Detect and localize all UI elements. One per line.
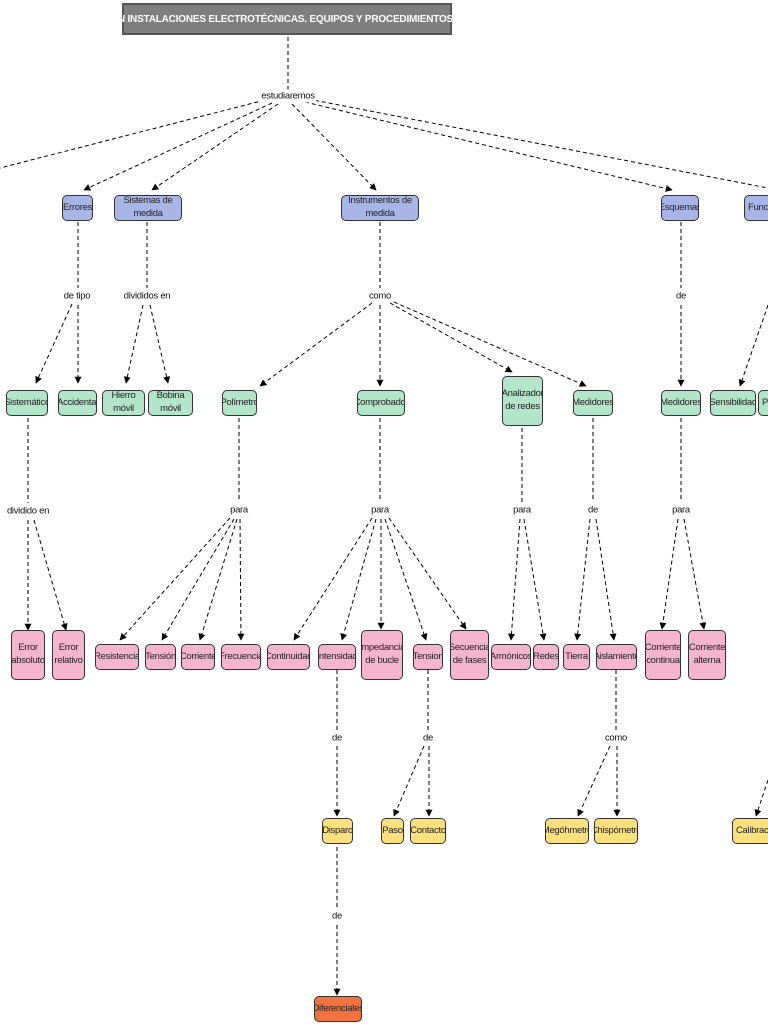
concept-disparo[interactable]: Disparo [322, 818, 353, 844]
link-label-de-medidores: de [586, 503, 600, 517]
concept-bobina-movil[interactable]: Bobina móvil [148, 390, 193, 416]
concept-redes[interactable]: Redes [533, 644, 559, 670]
concept-secuencia-de-fases[interactable]: Secuencia de fases [450, 630, 489, 680]
concept-accidental[interactable]: Accidental [58, 390, 97, 416]
concept-diferenciales[interactable]: Diferenciales [314, 996, 362, 1022]
link-label-como: como [366, 289, 394, 303]
concept-armonicos[interactable]: Armónicos [491, 644, 531, 670]
concept-continuidad[interactable]: Continuidad [267, 644, 310, 670]
concept-tension-comprobador[interactable]: Tension [413, 644, 443, 670]
concept-megohmetro[interactable]: Megóhmetro [545, 818, 589, 844]
link-label-para-analizador: para [511, 503, 533, 517]
link-label-para-polimetro: para [228, 503, 250, 517]
concept-medidores-instrumentos[interactable]: Medidores [573, 390, 613, 416]
concept-intensidad[interactable]: Intensidad [318, 644, 356, 670]
concept-frecuencia[interactable]: Frecuencia [221, 644, 261, 670]
concept-error-relativo[interactable]: Error relativo [52, 630, 85, 680]
concept-corriente-alterna[interactable]: Corriente alterna [688, 630, 726, 680]
concept-medidores-esquemas[interactable]: Medidores [661, 390, 701, 416]
link-label-como-aislamiento: como [602, 731, 630, 745]
link-label-de-esquemas: de [674, 289, 688, 303]
link-label-para-comprobador: para [369, 503, 391, 517]
concept-analizador-de-redes[interactable]: Analizador de redes [502, 376, 543, 426]
concept-sensibilidad[interactable]: Sensibilidad [710, 390, 756, 416]
concept-paso[interactable]: Paso [381, 818, 404, 844]
link-label-de-intensidad: de [330, 731, 344, 745]
concept-tierra[interactable]: Tierra [563, 644, 590, 670]
concept-chispometro[interactable]: Chispómetro [594, 818, 638, 844]
concept-instrumentos-de-medida[interactable]: Instrumentos de medida [341, 195, 419, 221]
map-title: MEDIDAS EN INSTALACIONES ELECTROTÉCNICAS… [64, 3, 510, 35]
link-label-para-medidores: para [670, 503, 692, 517]
concept-error-absoluto[interactable]: Error absoluto [11, 630, 45, 680]
link-label-de-tipo: de tipo [61, 289, 93, 303]
concept-hierro-movil[interactable]: Hierro móvil [102, 390, 145, 416]
concept-tension-polimetro[interactable]: Tensión [145, 644, 176, 670]
concept-sistematico[interactable]: Sistemático [6, 390, 48, 416]
concept-cut-p[interactable]: P [758, 390, 768, 416]
concept-comprobador[interactable]: Comprobador [357, 390, 405, 416]
concept-polimetro[interactable]: Polímetro [222, 390, 257, 416]
link-label-de-tension: de [421, 731, 435, 745]
concept-esquemas[interactable]: Esquemas [661, 195, 699, 221]
concept-calibracion-cut[interactable]: Calibración [732, 818, 768, 844]
concept-contacto[interactable]: Contacto [410, 818, 446, 844]
link-label-estudiaremos: estudiaremos [259, 89, 317, 103]
concept-sistemas-de-medida[interactable]: Sistemas de medida [114, 195, 182, 221]
link-label-divididos-en: divididos en [121, 289, 173, 303]
concept-resistencia[interactable]: Resistencia [95, 644, 139, 670]
link-label-dividido-en: dividido en [4, 504, 52, 518]
concept-impedancia-de-bucle[interactable]: Impedancia de bucle [361, 630, 403, 680]
concept-funciones-cut[interactable]: Func [744, 195, 768, 221]
link-label-de-disparo: de [330, 909, 344, 923]
concept-corriente-continua[interactable]: Corriente continua [645, 630, 681, 680]
concept-aislamiento[interactable]: Aislamiento [596, 644, 637, 670]
concept-errores[interactable]: Errores [62, 195, 93, 221]
concept-corriente[interactable]: Corriente [181, 644, 215, 670]
